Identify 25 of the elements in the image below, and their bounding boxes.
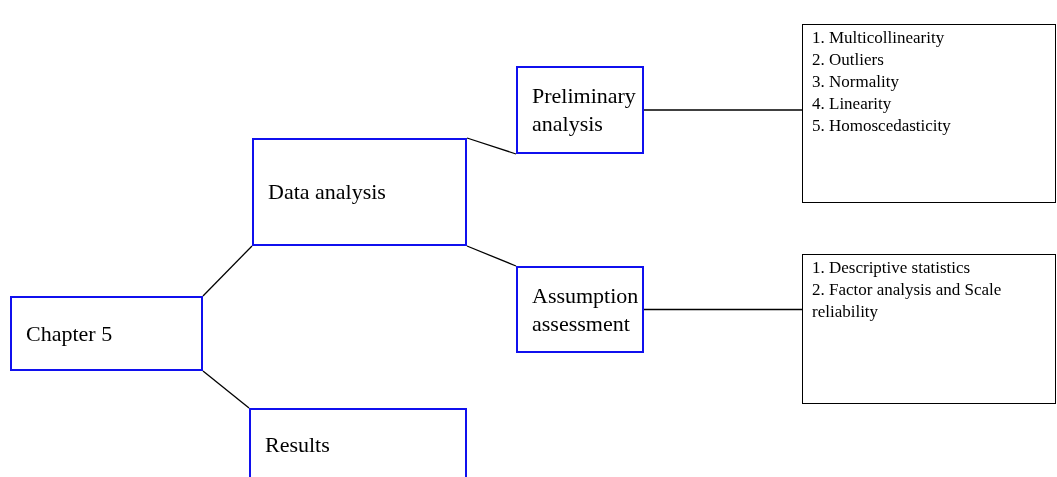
connector-line [643,109,803,111]
topic-label: Preliminary analysis [532,82,637,138]
connector-line [643,308,803,311]
list-item: 4. Linearity [812,93,893,115]
connector-line [202,245,253,297]
topic-box [252,138,467,246]
connector-line [466,137,517,155]
topic-label: Results [265,430,331,459]
topic-label: Data analysis [268,178,387,206]
list-item: 5. Homoscedasticity [812,115,952,137]
topic-box [249,408,467,477]
list-item: 1. Descriptive statistics [812,257,972,279]
list-item: 3. Normality [812,71,900,93]
topic-box [516,266,644,353]
topic-label: Chapter 5 [26,319,114,348]
list-item: 1. Multicollinearity [812,27,946,49]
topic-box [516,66,644,154]
connector-line [202,370,250,409]
list-box [802,254,1056,404]
topic-label: Assumption assessment [532,281,640,338]
list-item: 2. Outliers [812,49,885,71]
connector-line [466,245,517,267]
list-item: 2. Factor analysis and Scale reliability [812,279,1003,323]
topic-box [10,296,203,371]
list-box [802,24,1056,203]
